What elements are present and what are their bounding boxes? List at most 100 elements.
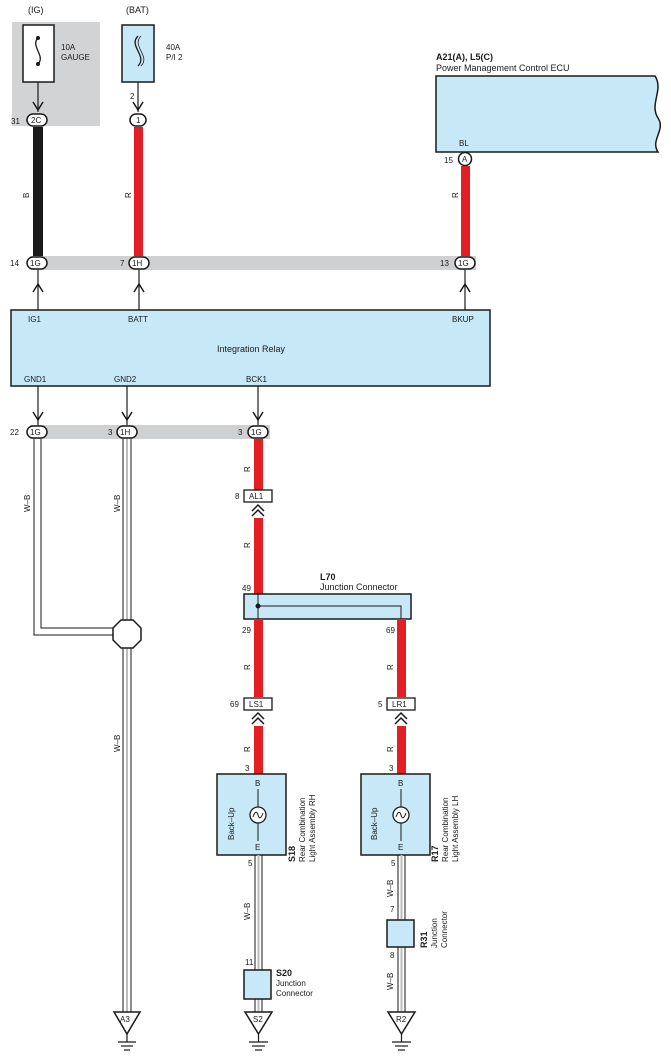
junction-connector-s20: 11 S20 Junction Connector	[243, 958, 313, 1000]
fuse-icon	[35, 37, 41, 65]
wire-color-wb2: W–B	[113, 495, 122, 512]
r31-box	[386, 919, 415, 948]
row1-pin-a: 14	[10, 259, 19, 268]
bat-fuse-rating: 40A	[166, 43, 181, 52]
row2-pin-c: 3	[238, 428, 243, 437]
s20-name2: Connector	[276, 989, 313, 998]
row2-pin-a: 22	[10, 428, 19, 437]
wire-red-bat	[134, 127, 143, 257]
row2-conn-a: 1G	[30, 428, 41, 437]
connector-2c	[26, 113, 48, 127]
row2-conn-c: 1G	[251, 428, 262, 437]
wire-color-r7: R	[243, 746, 252, 752]
wire-red-ls1	[254, 619, 263, 697]
ig-supply-label: (IG)	[28, 5, 44, 15]
bat-fuse-conn: 1	[136, 116, 141, 125]
bat-fuse-outline	[121, 24, 155, 83]
wire-black-ig	[33, 127, 43, 257]
wire-color-wb6: W–B	[386, 973, 395, 990]
connector-al1	[243, 489, 273, 503]
relay-terminal-gnd2: GND2	[114, 375, 137, 384]
bat-fuse-block: (BAT) 40A P/I 2 2	[121, 5, 183, 112]
r31-pin-top: 7	[390, 905, 395, 914]
relay-name: Integration Relay	[217, 344, 286, 354]
connector-a	[457, 151, 473, 167]
l70-pin-right: 69	[386, 626, 395, 635]
junction-connector-r31: 7 8 R31 Junction Connector	[386, 905, 449, 960]
lamp-rh-pin-b: 3	[245, 764, 250, 773]
wire-color-r5: R	[243, 664, 252, 670]
lamp-lh-pin-b: 3	[389, 764, 394, 773]
al1-pin: 8	[235, 492, 240, 501]
ground-splice	[112, 619, 142, 649]
ground-r2-label: R2	[396, 1015, 407, 1024]
ig-fuse-block: (IG) 10A GAUGE	[12, 5, 100, 126]
lamp-rh-code: S18	[287, 846, 297, 862]
connector-1	[129, 113, 147, 127]
relay-terminal-gnd1: GND1	[24, 375, 47, 384]
ecu-code: A21(A), L5(C)	[436, 52, 493, 62]
bat-supply-label: (BAT)	[126, 5, 149, 15]
ls1-name: LS1	[249, 700, 264, 709]
ig-fuse-name: GAUGE	[61, 53, 90, 62]
lamp-lh-code: R17	[430, 845, 440, 862]
ls1-pin: 69	[230, 700, 239, 709]
wire-color-wb5: W–B	[386, 880, 395, 897]
r31-pin-bottom: 8	[390, 951, 395, 960]
lamp-lh-function: Back–Up	[370, 807, 379, 840]
r31-name2: Connector	[440, 911, 449, 948]
relay-box	[10, 309, 491, 387]
ig-fuse-conn: 2C	[31, 116, 41, 125]
junction-block-row1	[30, 256, 476, 270]
ecu-conn: A	[462, 155, 468, 164]
row1-pin-c: 13	[440, 259, 449, 268]
lamp-rh-terminal-e: E	[255, 843, 260, 852]
wire-white-black-gnd	[33, 439, 132, 1012]
l70-pin-left: 29	[242, 626, 251, 635]
connector-lr1	[386, 697, 416, 711]
wire-white-black-lamps	[254, 855, 406, 1012]
row1-conn-c: 1G	[458, 259, 469, 268]
lr1-pin: 5	[378, 700, 383, 709]
wire-color-b: B	[22, 193, 31, 198]
s20-box	[243, 969, 272, 1000]
junction-connector-l70: L70 Junction Connector 49 29 69	[242, 572, 412, 635]
s20-pin: 11	[245, 958, 254, 967]
ground-icon	[386, 1011, 417, 1036]
integration-relay: IG1 BATT BKUP Integration Relay GND1 GND…	[10, 309, 491, 387]
bat-fuse-name: P/I 2	[166, 53, 183, 62]
row1-conn-b: 1H	[132, 259, 142, 268]
r31-code: R31	[419, 931, 429, 948]
wire-color-wb1: W–B	[23, 495, 32, 512]
lr1-name: LR1	[392, 700, 407, 709]
ecu-pin: 15	[444, 156, 453, 165]
l70-pin-in: 49	[242, 584, 251, 593]
wire-color-r1: R	[124, 192, 133, 198]
wire-red-ecu	[461, 166, 470, 257]
lamp-rh-name2: Light Assembly RH	[308, 794, 317, 862]
relay-terminal-bkup: BKUP	[452, 315, 474, 324]
lamp-rh-function: Back–Up	[227, 807, 236, 840]
ecu-terminal: BL	[459, 139, 469, 148]
ground-icon	[112, 1011, 142, 1036]
wire-red-al1	[254, 518, 263, 594]
ground-s2-label: S2	[253, 1015, 263, 1024]
wire-color-wb4: W–B	[243, 903, 252, 920]
row2-conn-b: 1H	[120, 428, 130, 437]
ecu-name: Power Management Control ECU	[436, 63, 570, 73]
junction-block-row2	[30, 425, 270, 439]
ground-icon	[243, 1011, 274, 1036]
wire-color-r8: R	[386, 746, 395, 752]
lamp-lh-pin-e: 5	[391, 859, 396, 868]
al1-name: AL1	[249, 492, 264, 501]
relay-terminal-ig1: IG1	[28, 315, 41, 324]
power-management-ecu: A21(A), L5(C) Power Management Control E…	[435, 52, 661, 167]
row2-pin-b: 3	[108, 428, 113, 437]
relay-terminal-batt: BATT	[128, 315, 148, 324]
lamp-lh-terminal-e: E	[398, 843, 403, 852]
ig-fuse-rating: 10A	[61, 43, 76, 52]
rear-combination-light-rh: 3 B Back–Up E S18 Rear Combination Light…	[216, 764, 317, 868]
wire-red-lr1	[397, 619, 406, 697]
lamp-rh-name1: Rear Combination	[298, 798, 307, 862]
